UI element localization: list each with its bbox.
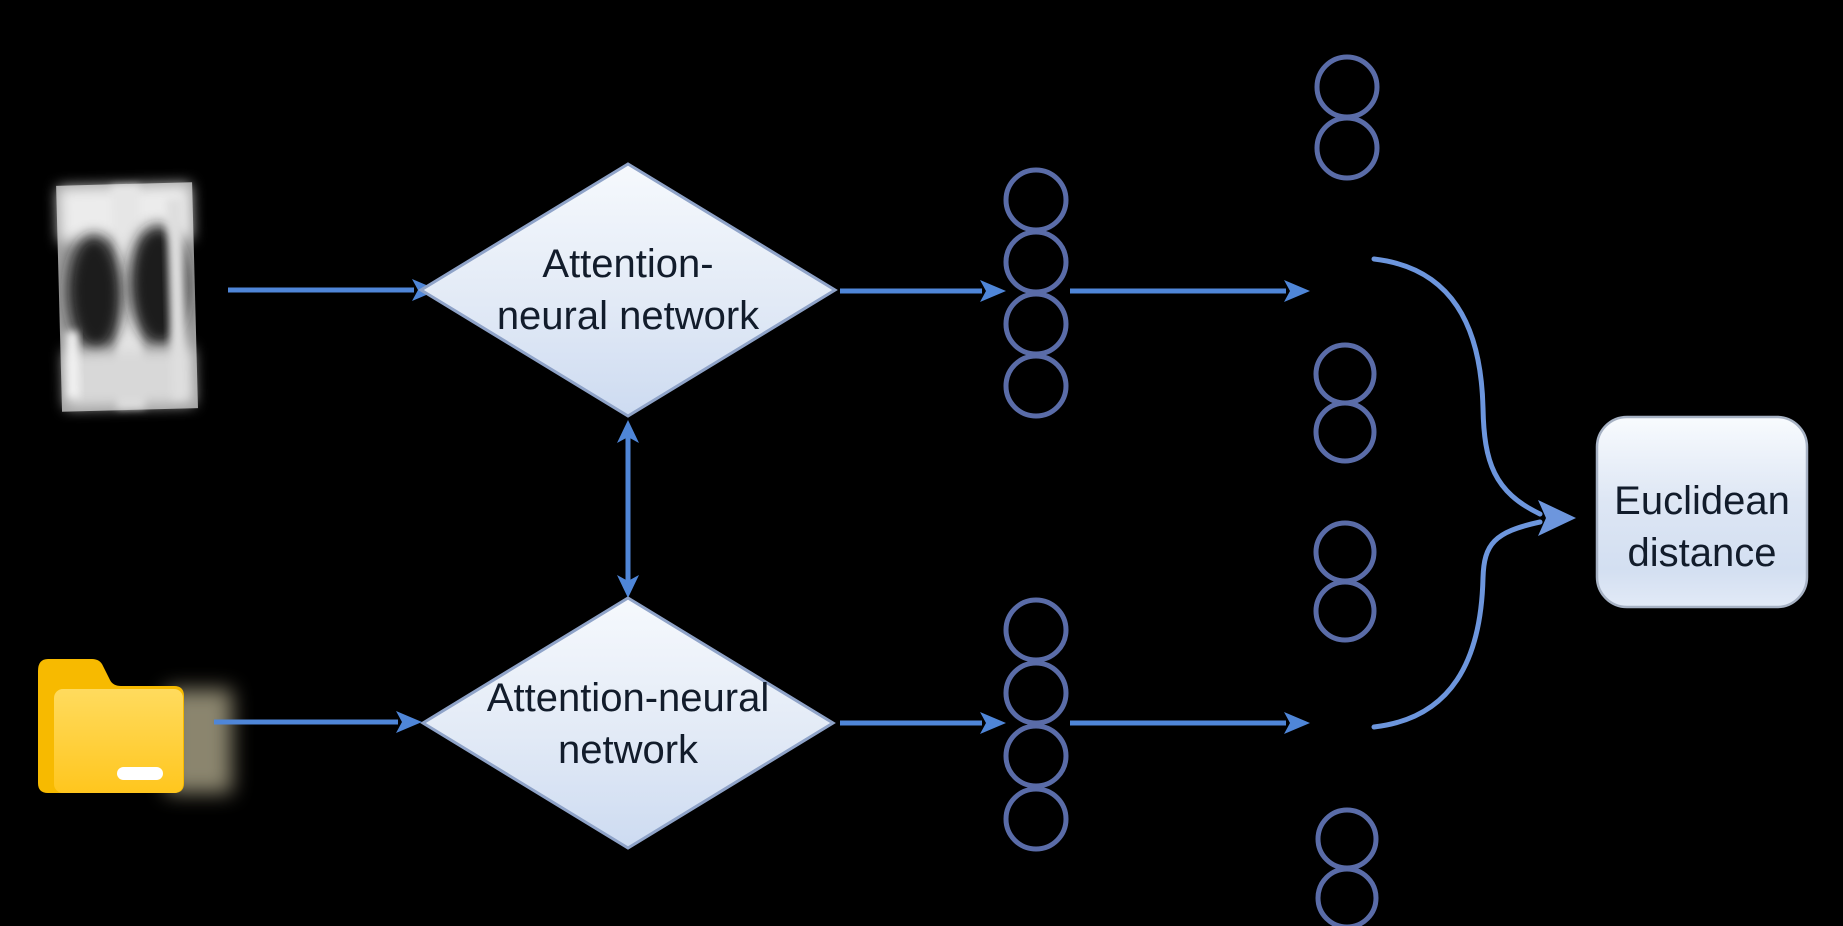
folder-label-bar <box>117 767 163 780</box>
arrow-embedding-bottom-out <box>1070 712 1310 734</box>
merge-brace <box>1371 256 1576 730</box>
embedding-top-neuron <box>1003 291 1069 357</box>
xray-right-streak <box>166 198 188 399</box>
distance-label-line1: Euclidean <box>1614 479 1790 523</box>
chest-xray-image <box>56 182 198 412</box>
xray-left-lung <box>67 234 122 351</box>
output-pair-1-neuron <box>1314 115 1380 181</box>
output-pair-3-neuron <box>1313 579 1377 643</box>
output-pair-2-neuron <box>1313 400 1377 464</box>
distance-label-line2: distance <box>1628 531 1777 575</box>
xray-diaphragm <box>64 348 194 408</box>
embedding-top-neuron <box>1003 353 1069 419</box>
output-pair-1-neuron <box>1314 54 1380 120</box>
euclidean-distance-node: Euclidean distance <box>1595 415 1809 609</box>
neuron-layer <box>1003 54 1380 926</box>
top-attention-network-node: Attention- neural network <box>418 162 838 418</box>
arrow-embedding-top-out <box>1070 280 1310 302</box>
connector-top-to-bottom-network <box>617 420 639 598</box>
embedding-bottom-neuron <box>1003 723 1069 789</box>
output-pair-4-neuron <box>1315 866 1379 926</box>
top-network-label-line1: Attention- <box>542 242 713 286</box>
embedding-top-neuron <box>1003 229 1069 295</box>
embedding-bottom-neuron <box>1003 786 1069 852</box>
folder-icon <box>38 659 232 793</box>
top-network-label-line2: neural network <box>497 294 760 338</box>
embedding-bottom-neuron <box>1003 597 1069 663</box>
arrow-xray-to-top-network <box>228 279 438 301</box>
bottom-network-label-line1: Attention-neural <box>487 676 769 720</box>
arrow-folder-to-bottom-network <box>214 711 422 733</box>
output-pair-4-neuron <box>1315 807 1379 871</box>
bottom-network-label-line2: network <box>558 728 699 772</box>
arrow-bottom-network-to-embedding <box>840 712 1006 734</box>
embedding-top-neuron <box>1003 167 1069 233</box>
bottom-attention-network-node: Attention-neural network <box>420 596 836 850</box>
embedding-bottom-neuron <box>1003 660 1069 726</box>
output-pair-3-neuron <box>1313 520 1377 584</box>
xray-edge-streak <box>65 331 80 398</box>
arrow-top-network-to-embedding <box>840 280 1006 302</box>
output-pair-2-neuron <box>1313 342 1377 406</box>
